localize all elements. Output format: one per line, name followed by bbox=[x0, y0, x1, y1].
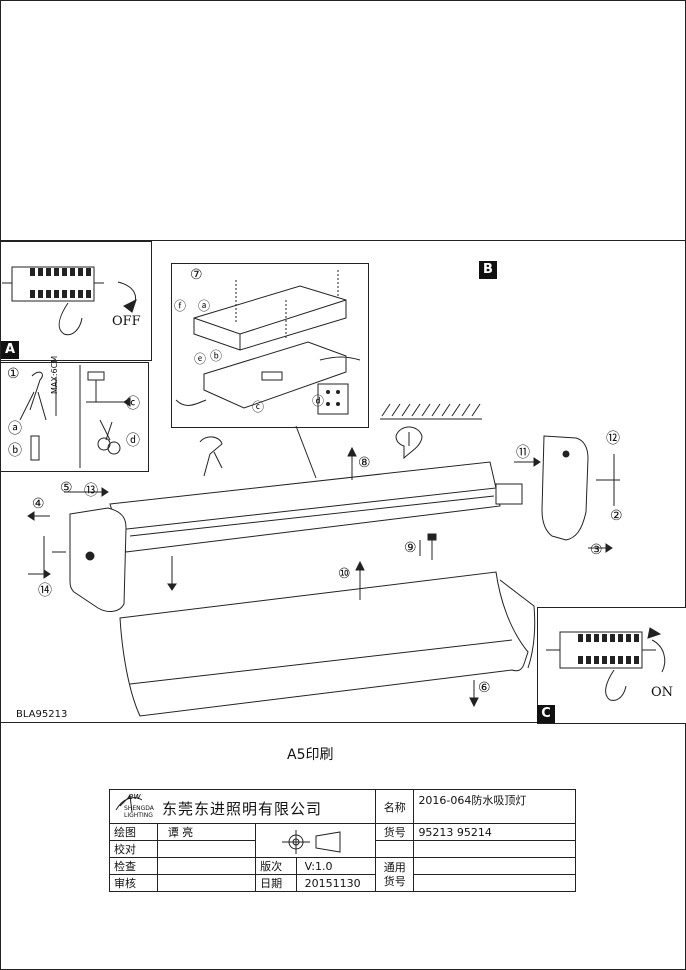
version-label: 版次 bbox=[256, 858, 298, 874]
step-e-label: ⓔ bbox=[194, 352, 207, 366]
left-end-cap bbox=[69, 507, 127, 612]
general-label-2: 货号 bbox=[383, 874, 406, 888]
version-cell: 版次 V:1.0 bbox=[255, 857, 377, 875]
step-1-label: ① bbox=[7, 366, 20, 382]
fixture-base bbox=[109, 461, 523, 553]
step-a2-label: ⓐ bbox=[198, 299, 211, 313]
general-empty-2 bbox=[413, 874, 576, 892]
company-name: 东莞东进照明有限公司 bbox=[162, 800, 323, 818]
right-end-cap bbox=[541, 435, 589, 541]
step-b2-label: ⓑ bbox=[210, 349, 223, 363]
item-no-empty-2 bbox=[413, 840, 576, 858]
item-no-empty-1 bbox=[375, 840, 415, 858]
step-d-label: ⓓ bbox=[126, 433, 140, 449]
draw-label: 绘图 bbox=[109, 823, 158, 841]
step-11-label: ⑪ bbox=[516, 445, 530, 461]
step-4-label: ④ bbox=[32, 496, 45, 512]
step-5-label: ⑤ bbox=[60, 480, 73, 496]
panel-c-tag: C bbox=[537, 705, 555, 723]
logo-sub1: SHENGDA bbox=[124, 805, 154, 812]
date-label: 日期 bbox=[256, 875, 298, 891]
panel-a-tag: A bbox=[1, 341, 19, 359]
name-label: 名称 bbox=[375, 789, 415, 824]
check-label: 检查 bbox=[109, 857, 158, 875]
version-value: V:1.0 bbox=[304, 860, 333, 873]
item-no-value: 95213 95214 bbox=[413, 823, 576, 841]
on-label: ON bbox=[651, 685, 674, 700]
step-f-label: ⓕ bbox=[174, 299, 187, 313]
stripping-tools-icon bbox=[19, 365, 131, 468]
step-2-label: ② bbox=[610, 508, 623, 524]
step-c-label: ⓒ bbox=[126, 396, 140, 412]
top-separator bbox=[0, 240, 686, 241]
step-3-label: ③ bbox=[590, 542, 603, 558]
ceiling-hatch bbox=[380, 403, 482, 420]
step-13-label: ⑬ bbox=[84, 483, 98, 499]
general-empty-1 bbox=[413, 857, 576, 875]
step-a-label: ⓐ bbox=[8, 421, 22, 437]
step-9-label: ⑨ bbox=[404, 540, 417, 556]
review-value bbox=[156, 874, 257, 892]
step-14-label: ⑭ bbox=[38, 583, 52, 599]
projection-symbol bbox=[255, 823, 377, 858]
item-no-label: 货号 bbox=[375, 823, 415, 841]
review-label: 审核 bbox=[109, 874, 158, 892]
title-block: ew SHENGDA LIGHTING 东莞东进照明有限公司 名称 2016-0… bbox=[108, 789, 576, 892]
step-12-label: ⑫ bbox=[606, 431, 620, 447]
panel-step1-tools bbox=[0, 362, 149, 472]
print-note: A5印刷 bbox=[287, 747, 334, 763]
logo-word: ew bbox=[128, 792, 141, 802]
general-item-label: 通用 货号 bbox=[375, 857, 415, 892]
step-d2-label: ⓓ bbox=[312, 394, 325, 408]
breaker-switch-on-icon bbox=[546, 627, 666, 701]
model-code: BLA95213 bbox=[16, 709, 68, 720]
diffuser-cover bbox=[119, 571, 536, 717]
step-7-label: ⑦ bbox=[190, 267, 203, 283]
draw-value: 谭 亮 bbox=[156, 823, 257, 841]
step-10-label: ⑩ bbox=[338, 566, 351, 582]
proof-value bbox=[156, 840, 257, 858]
max-length-label: MAX:6CM bbox=[50, 355, 59, 394]
step-b-label: ⓑ bbox=[8, 443, 22, 459]
date-value: 20151130 bbox=[304, 877, 361, 890]
panel-b-tag: B bbox=[479, 261, 497, 279]
proof-label: 校对 bbox=[109, 840, 158, 858]
general-label: 通用 bbox=[383, 860, 406, 874]
date-cell: 日期 20151130 bbox=[255, 874, 377, 892]
off-label: OFF bbox=[112, 314, 141, 329]
step-6-label: ⑥ bbox=[478, 680, 491, 696]
name-value: 2016-064防水吸顶灯 bbox=[413, 789, 576, 824]
breaker-switch-icon bbox=[2, 266, 137, 336]
bottom-separator bbox=[0, 722, 686, 723]
check-value bbox=[156, 857, 257, 875]
step-8-label: ⑧ bbox=[358, 455, 371, 471]
step-c2-label: ⓒ bbox=[252, 400, 265, 414]
logo-sub2: LIGHTING bbox=[124, 812, 153, 819]
screw-icons bbox=[167, 533, 437, 591]
junction-box-icon bbox=[175, 270, 361, 415]
